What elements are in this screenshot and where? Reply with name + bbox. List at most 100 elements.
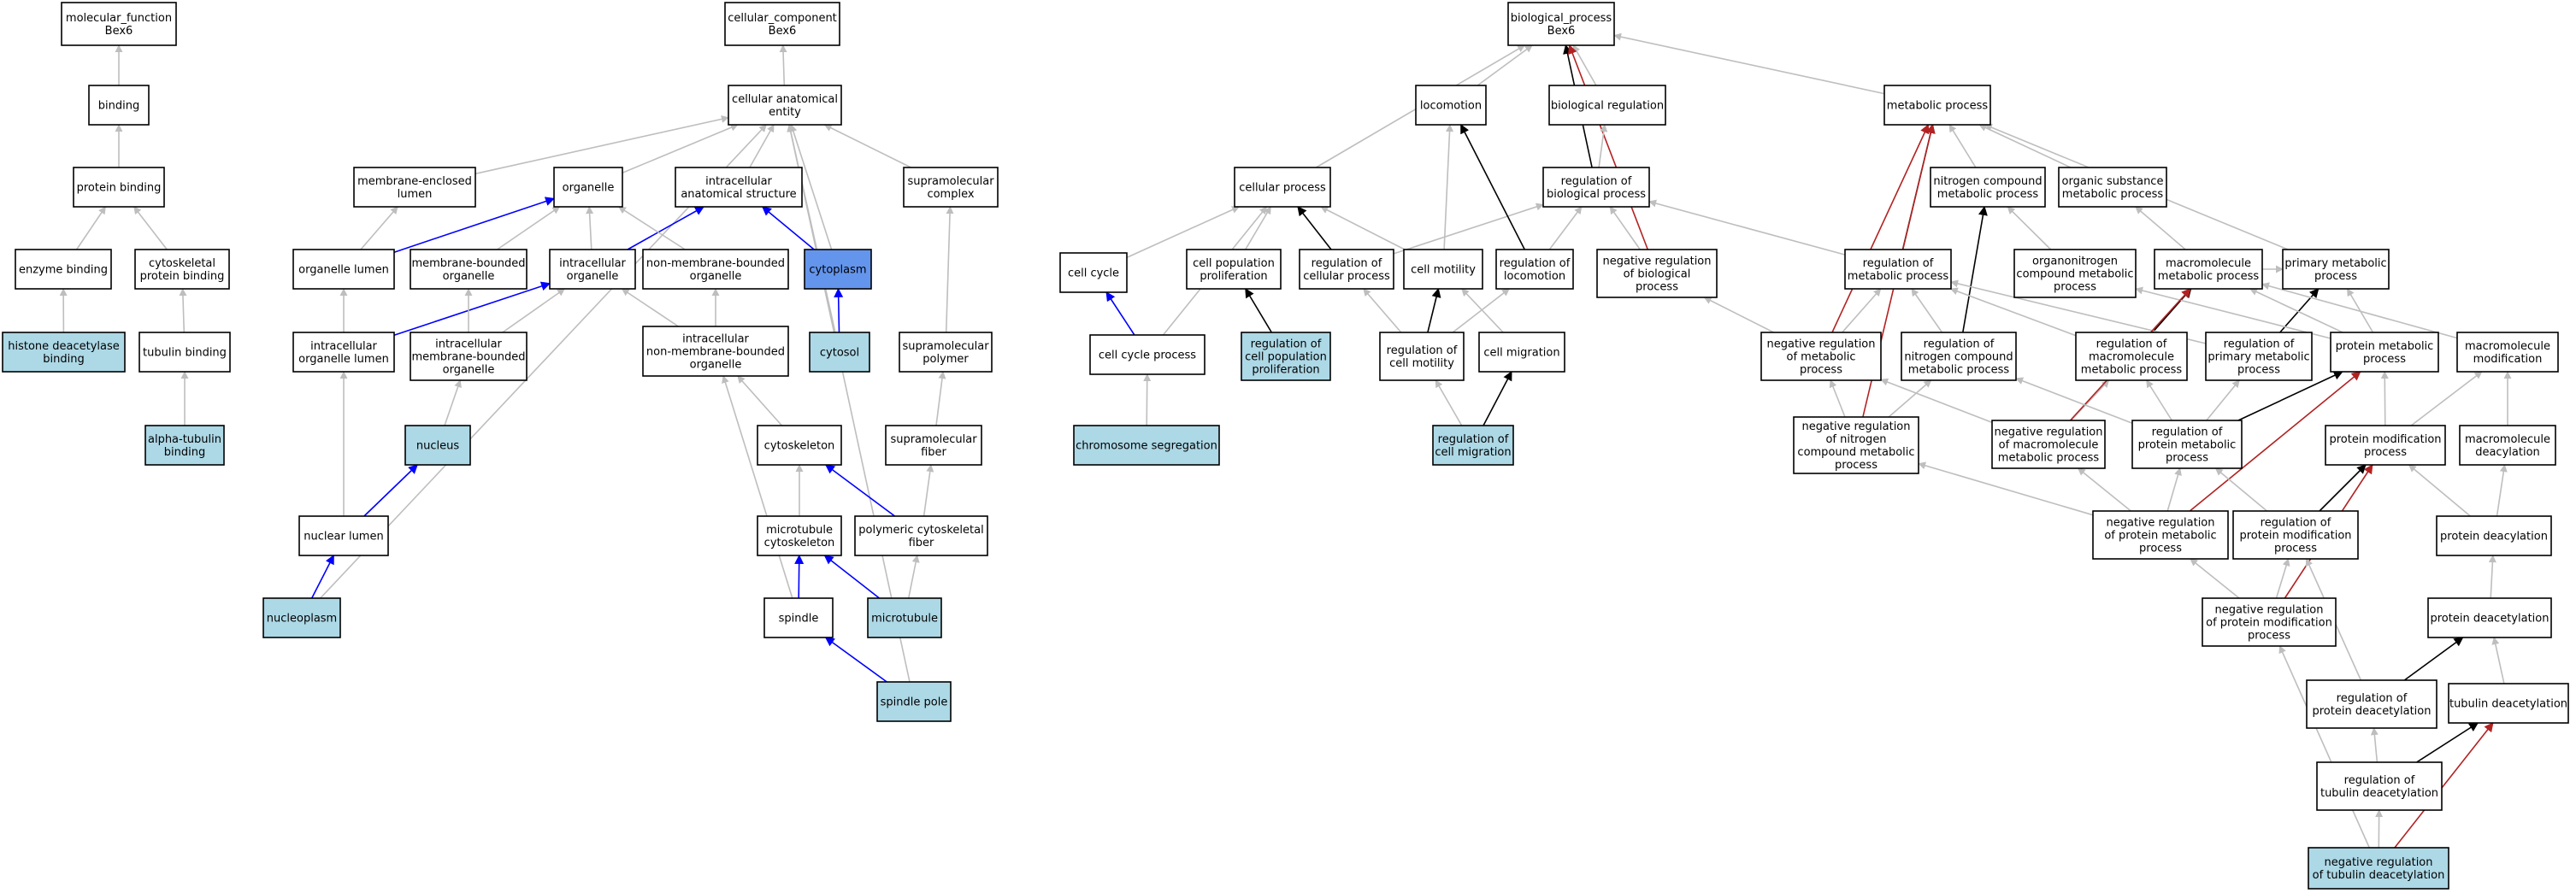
go-term-label: cell migration (1483, 347, 1559, 360)
go-term-node-organelle[interactable]: organelle (553, 167, 623, 208)
go-term-node-binding[interactable]: binding (88, 85, 150, 126)
go-term-node-organelle-lumen[interactable]: organelle lumen (292, 249, 395, 290)
edge-is-a (2214, 467, 2268, 512)
go-term-node-nucleus[interactable]: nucleus (404, 425, 471, 466)
go-term-box (61, 2, 177, 46)
go-term-node-enzyme-binding[interactable]: enzyme binding (15, 249, 112, 290)
go-term-node-cell-cycle[interactable]: cell cycle (1059, 252, 1128, 293)
go-term-node-cytosol[interactable]: cytosol (809, 332, 870, 373)
go-term-node-intracellular-non-membrane-bounded-organelle[interactable]: intracellularnon-membrane-boundedorganel… (642, 326, 789, 377)
go-term-label: membrane-bounded (411, 257, 525, 270)
edge-is-a (1572, 44, 1597, 86)
edge-is-a (1598, 124, 1608, 168)
go-term-node-chromosome-segregation[interactable]: chromosome segregation (1073, 425, 1220, 466)
edge-is-a (1949, 287, 2077, 337)
go-term-node-locomotion[interactable]: locomotion (1415, 85, 1487, 126)
go-term-node-nucleoplasm[interactable]: nucleoplasm (262, 597, 341, 638)
go-term-node-cytoskeleton[interactable]: cytoskeleton (757, 425, 842, 466)
go-term-node-cell-migration[interactable]: cell migration (1478, 332, 1565, 373)
go-term-node-biological-regulation[interactable]: biological regulation (1548, 85, 1666, 126)
go-term-label: locomotion (1504, 270, 1565, 283)
go-term-label: cellular anatomical (732, 93, 838, 106)
edge-is-a (586, 206, 594, 250)
go-term-label: chromosome segregation (1076, 440, 1217, 453)
go-term-label: of protein modification (2206, 617, 2332, 630)
go-term-box (1760, 332, 1882, 381)
go-term-node-microtubule[interactable]: microtubule (867, 597, 942, 638)
go-term-node-spindle[interactable]: spindle (763, 597, 834, 638)
go-term-node-protein-binding[interactable]: protein binding (73, 167, 165, 208)
go-term-node-tubulin-binding[interactable]: tubulin binding (139, 332, 231, 373)
go-term-node-nuclear-lumen[interactable]: nuclear lumen (298, 515, 389, 556)
go-term-node-tubulin-deacetylation[interactable]: tubulin deacetylation (2448, 683, 2569, 724)
go-term-label: organelle (690, 359, 742, 372)
go-term-label: protein deacylation (2440, 531, 2548, 543)
go-term-node-cellular-process[interactable]: cellular process (1234, 167, 1331, 208)
go-term-node-protein-deacetylation[interactable]: protein deacetylation (2427, 597, 2552, 638)
go-term-node-spindle-pole[interactable]: spindle pole (876, 681, 952, 722)
edge-part-of (834, 287, 844, 333)
go-term-label: of tubulin deacetylation (2313, 869, 2445, 882)
edge-regulates (2237, 371, 2343, 421)
go-term-node-cell-cycle-process[interactable]: cell cycle process (1089, 334, 1205, 375)
edge-is-a (502, 288, 566, 333)
go-term-node-cytoplasm[interactable]: cytoplasm (804, 249, 872, 290)
go-term-box (2205, 332, 2313, 381)
go-term-box (2325, 425, 2446, 466)
go-term-node-protein-deacylation[interactable]: protein deacylation (2436, 515, 2552, 556)
edge-is-a (133, 206, 168, 250)
go-term-node-cell-motility[interactable]: cell motility (1403, 249, 1483, 290)
go-term-node-metabolic-process[interactable]: metabolic process (1883, 85, 1991, 126)
